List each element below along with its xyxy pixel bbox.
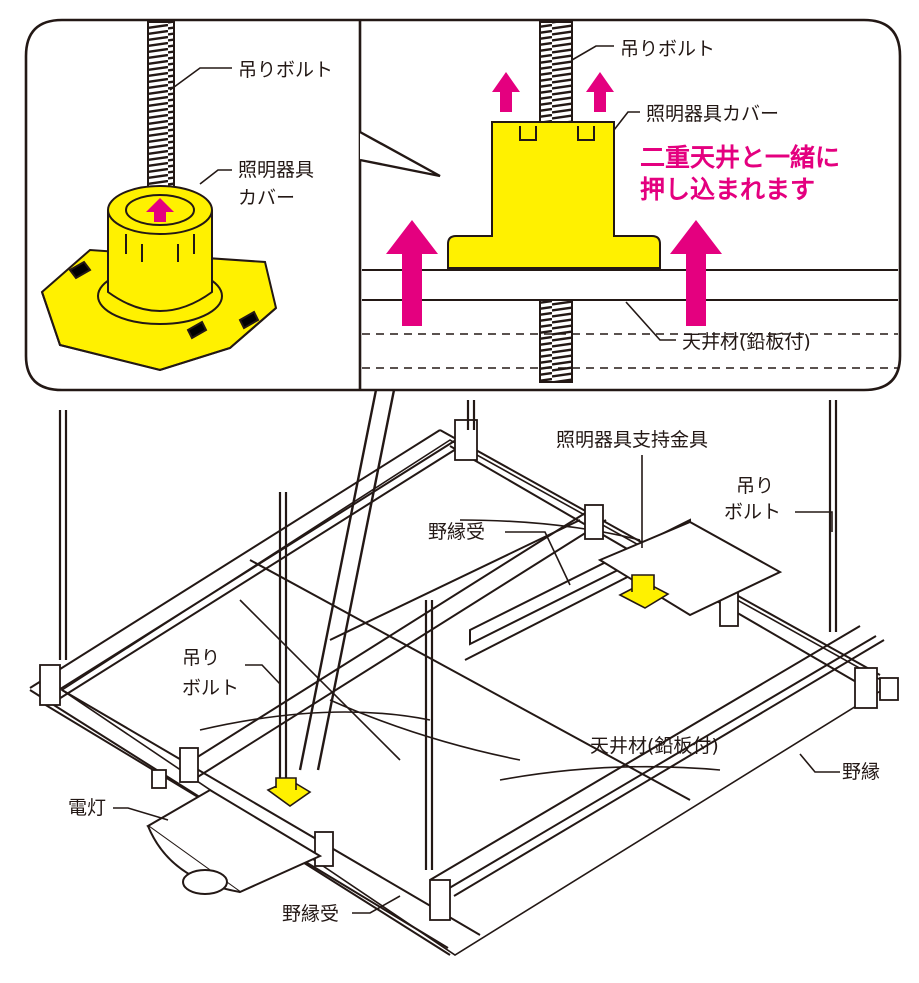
inset-right-bolt-label: 吊りボルト — [620, 38, 715, 60]
nobuchi-uke-lower-label: 野縁受 — [282, 903, 339, 925]
bolt-right-label-2: ボルト — [724, 501, 781, 523]
callout-pointer — [298, 389, 396, 771]
nobuchi-uke-upper-label: 野縁受 — [428, 521, 485, 543]
inset-left-bolt-label: 吊りボルト — [238, 59, 333, 81]
inset-message-line-2: 押し込まれます — [640, 175, 815, 204]
hanging-bolts — [58, 400, 838, 870]
bolt-right-label-1: 吊り — [736, 475, 774, 497]
nobuchi-label: 野縁 — [842, 761, 880, 783]
ceiling-grid-drawing — [29, 389, 899, 956]
inset-right-cover-label: 照明器具カバー — [646, 103, 779, 125]
bracket-label: 照明器具支持金具 — [556, 429, 708, 451]
inset-left-drawing — [40, 21, 278, 372]
labels: 吊りボルト 照明器具 カバー 吊りボルト 照明器具カバー 二重天井と一緒に 押し… — [68, 38, 880, 925]
inset-message-line-1: 二重天井と一緒に — [640, 143, 840, 172]
bolt-left-label-2: ボルト — [182, 677, 239, 699]
push-arrow-icon — [146, 198, 174, 222]
threaded-bolt-icon — [147, 21, 175, 195]
bolt-left-label-1: 吊り — [182, 647, 220, 669]
inset-left-cover-label-2: カバー — [238, 187, 295, 209]
main-leader-lines — [113, 455, 840, 914]
ceiling-label: 天井材(鉛板付) — [590, 735, 719, 757]
inset-right-ceiling-label: 天井材(鉛板付) — [682, 331, 811, 353]
light-cover-icon — [266, 574, 670, 807]
light-support-bracket — [464, 518, 783, 661]
grid-clips — [39, 419, 899, 921]
light-label: 電灯 — [68, 797, 106, 819]
electric-light — [146, 788, 323, 895]
inset-right-drawing — [362, 21, 898, 383]
inset-left-cover-label-1: 照明器具 — [238, 159, 314, 181]
nobuchi-uke-channels — [29, 429, 885, 897]
push-arrow-icon — [386, 72, 722, 326]
